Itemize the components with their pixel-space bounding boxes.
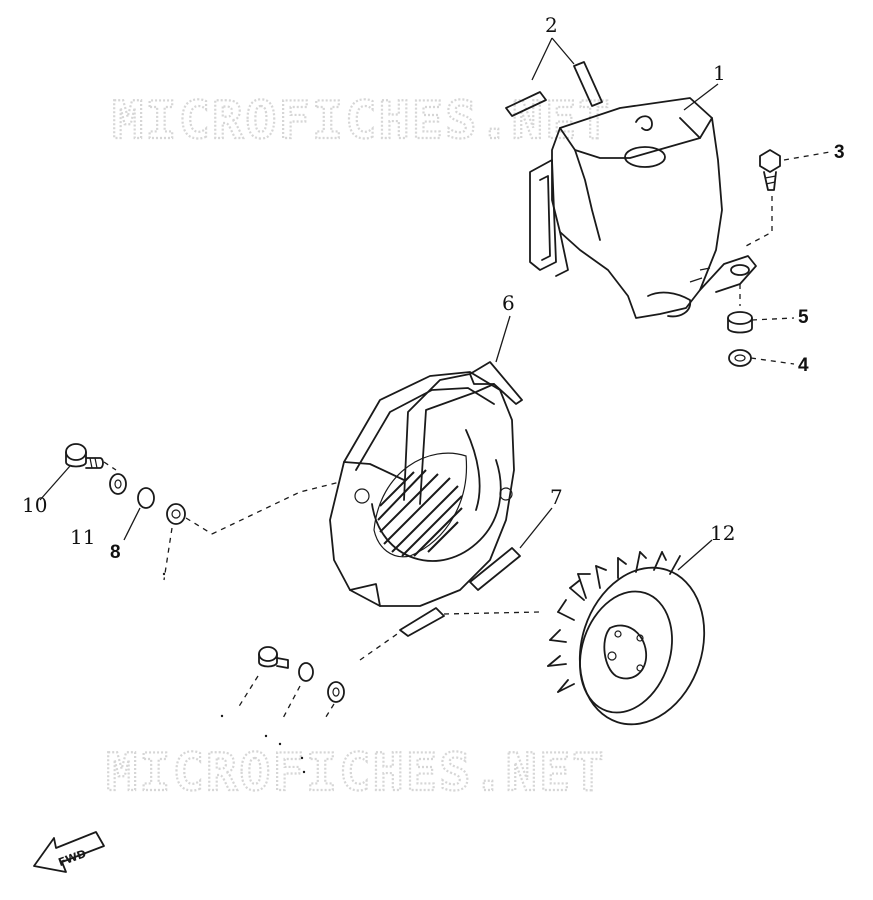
- assembly-line-left: [211, 481, 341, 535]
- part-7-plate: [399, 547, 521, 637]
- callout-12: 12: [710, 521, 735, 545]
- watermark-bottom: MICROFICHES.NET: [106, 743, 606, 803]
- leader-12: [677, 539, 713, 571]
- part-6-fan-housing: [329, 361, 523, 607]
- part-3-bolt: [745, 149, 831, 247]
- callout-10: 10: [22, 493, 47, 517]
- part-8-washer: [137, 487, 213, 581]
- leader-1: [683, 83, 719, 111]
- callout-8: 8: [110, 542, 121, 563]
- part-12-flywheel: [547, 551, 706, 726]
- part-10-bolt: [65, 443, 117, 471]
- leader-7: [519, 507, 553, 549]
- part-2-pins: [505, 61, 603, 117]
- callout-3: 3: [834, 142, 845, 163]
- part-5-collar: [727, 284, 795, 334]
- callout-6: 6: [502, 291, 515, 315]
- lower-small-parts: [237, 611, 541, 721]
- callout-4: 4: [798, 355, 809, 376]
- part-11-washer: [109, 473, 127, 495]
- callout-11: 11: [70, 525, 95, 549]
- leader-8: [123, 507, 141, 541]
- front-arrow-label: FWD: [57, 847, 88, 869]
- hatched-opening: [373, 452, 468, 558]
- callout-7: 7: [550, 485, 563, 509]
- leader-2: [531, 37, 575, 81]
- watermark-top: MICROFICHES.NET: [112, 91, 612, 151]
- callout-5: 5: [798, 307, 809, 328]
- specks: [162, 572, 306, 774]
- callout-2: 2: [545, 13, 558, 37]
- leader-6: [495, 315, 511, 363]
- callout-1: 1: [713, 61, 726, 85]
- part-4-washer: [728, 349, 795, 367]
- part-1-cover: [529, 97, 757, 319]
- front-arrow-icon: FWD: [33, 831, 105, 873]
- leader-10: [39, 465, 71, 501]
